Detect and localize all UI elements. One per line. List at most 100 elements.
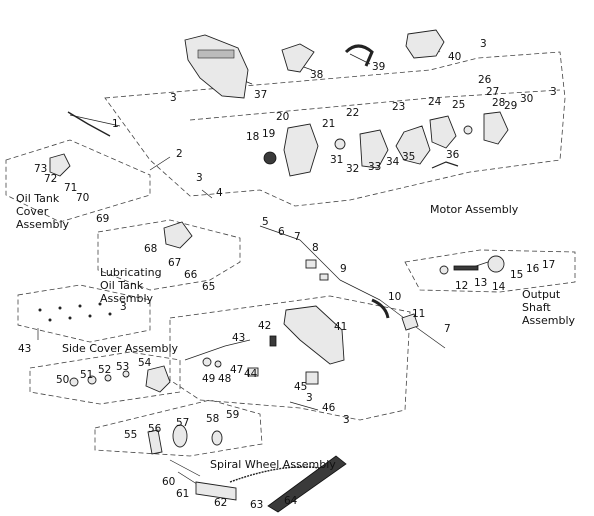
part-41-side-housing xyxy=(283,305,345,365)
part-37-detail xyxy=(197,49,235,59)
callout-59: 59 xyxy=(226,409,239,421)
callout-25: 25 xyxy=(452,99,465,111)
part-62-guide-plate xyxy=(195,481,237,501)
part-13-shaft xyxy=(453,265,479,271)
callout-13: 13 xyxy=(474,277,487,289)
callout-51: 51 xyxy=(80,369,93,381)
callout-3g: 3 xyxy=(343,414,350,426)
part-44-piece xyxy=(247,367,259,377)
output-shaft-label-3: Assembly xyxy=(522,314,576,327)
callout-3a: 3 xyxy=(480,38,487,50)
callout-24: 24 xyxy=(428,96,442,108)
callout-2: 2 xyxy=(176,148,183,160)
side-cover-boundary xyxy=(17,284,151,343)
callout-69: 69 xyxy=(96,213,109,225)
callout-45: 45 xyxy=(294,381,307,393)
callout-38: 38 xyxy=(310,69,323,81)
spiral-wheel-assembly-label: Spiral Wheel Assembly xyxy=(210,458,336,471)
callout-21: 21 xyxy=(322,118,335,130)
callout-35: 35 xyxy=(402,151,415,163)
callout-30: 30 xyxy=(520,93,533,105)
callout-64: 64 xyxy=(284,495,298,507)
part-14-gear xyxy=(487,255,505,273)
callout-27: 27 xyxy=(486,86,499,98)
part-10-clip xyxy=(371,298,390,319)
part-12-washer xyxy=(439,265,449,275)
callout-26: 26 xyxy=(478,74,492,86)
assembly-labels: Motor Assembly Oil Tank Cover Assembly L… xyxy=(16,192,576,471)
part-39-tube xyxy=(344,44,374,67)
part-24-stator xyxy=(429,115,457,149)
callout-47: 47 xyxy=(230,364,243,376)
callout-40: 40 xyxy=(448,51,461,63)
callout-14: 14 xyxy=(492,281,506,293)
callout-18: 18 xyxy=(246,131,259,143)
callout-56: 56 xyxy=(148,423,162,435)
parts xyxy=(38,29,509,513)
callout-66: 66 xyxy=(184,269,198,281)
callout-37: 37 xyxy=(254,89,267,101)
callout-numbers: 1 2 3 3 3 3 3 3 3 4 5 6 7 7 8 9 10 11 12… xyxy=(18,38,557,511)
part-48-washer xyxy=(214,360,222,368)
part-19-spring xyxy=(263,151,277,165)
callout-23: 23 xyxy=(392,101,405,113)
callout-28: 28 xyxy=(492,97,505,109)
part-8-switch xyxy=(305,259,317,269)
callout-12: 12 xyxy=(455,280,468,292)
motor-assembly-boundary xyxy=(104,51,566,207)
callout-55: 55 xyxy=(124,429,137,441)
part-21-bearing xyxy=(334,138,346,150)
callout-7a: 7 xyxy=(294,231,301,243)
callout-1: 1 xyxy=(112,118,119,130)
callout-49: 49 xyxy=(202,373,215,385)
screw-set xyxy=(38,302,112,322)
callout-42: 42 xyxy=(258,320,271,332)
callout-48: 48 xyxy=(218,373,231,385)
callout-5: 5 xyxy=(262,216,269,228)
lubricating-label-1: Lubricating xyxy=(100,266,162,279)
callout-10: 10 xyxy=(388,291,401,303)
callout-68: 68 xyxy=(144,243,157,255)
callout-62: 62 xyxy=(214,497,227,509)
oil-tank-cover-label-3: Assembly xyxy=(16,218,70,231)
callout-29: 29 xyxy=(504,100,517,112)
callout-54: 54 xyxy=(138,357,152,369)
part-51-washer xyxy=(87,375,97,385)
part-25-bearing xyxy=(463,125,473,135)
part-73-cap xyxy=(49,153,71,177)
callout-9: 9 xyxy=(340,263,347,275)
lubricating-label-2: Oil Tank xyxy=(100,279,144,292)
part-11-bracket xyxy=(401,313,419,331)
callout-6: 6 xyxy=(278,226,285,238)
callout-53: 53 xyxy=(116,361,129,373)
part-57-spiral-wheel xyxy=(172,424,188,448)
callout-20: 20 xyxy=(276,111,289,123)
part-49-washer xyxy=(202,357,212,367)
part-1-cord xyxy=(67,111,111,137)
oil-tank-cover-label-2: Cover xyxy=(16,205,49,218)
part-22-brush-holder xyxy=(359,129,389,169)
callout-16: 16 xyxy=(526,263,540,275)
callout-44: 44 xyxy=(244,368,258,380)
part-20-motor-housing xyxy=(283,123,319,177)
part-45-piece xyxy=(305,371,319,385)
callout-63: 63 xyxy=(250,499,263,511)
callout-39: 39 xyxy=(372,61,385,73)
part-58-gear xyxy=(211,430,223,446)
part-23-armature xyxy=(395,125,431,165)
callout-61: 61 xyxy=(176,488,189,500)
callout-57: 57 xyxy=(176,417,189,429)
callout-43a: 43 xyxy=(232,332,245,344)
part-50-washer xyxy=(69,377,79,387)
callout-32: 32 xyxy=(346,163,359,175)
callout-67: 67 xyxy=(168,257,181,269)
callout-3b: 3 xyxy=(170,92,177,104)
callout-73: 73 xyxy=(34,163,47,175)
part-38-vent xyxy=(281,43,315,73)
output-shaft-label-1: Output xyxy=(522,288,561,301)
callout-3e: 3 xyxy=(120,301,127,313)
assembly-boundaries xyxy=(5,51,576,457)
callout-41: 41 xyxy=(334,321,347,333)
motor-assembly-inner-boundary xyxy=(189,89,561,121)
